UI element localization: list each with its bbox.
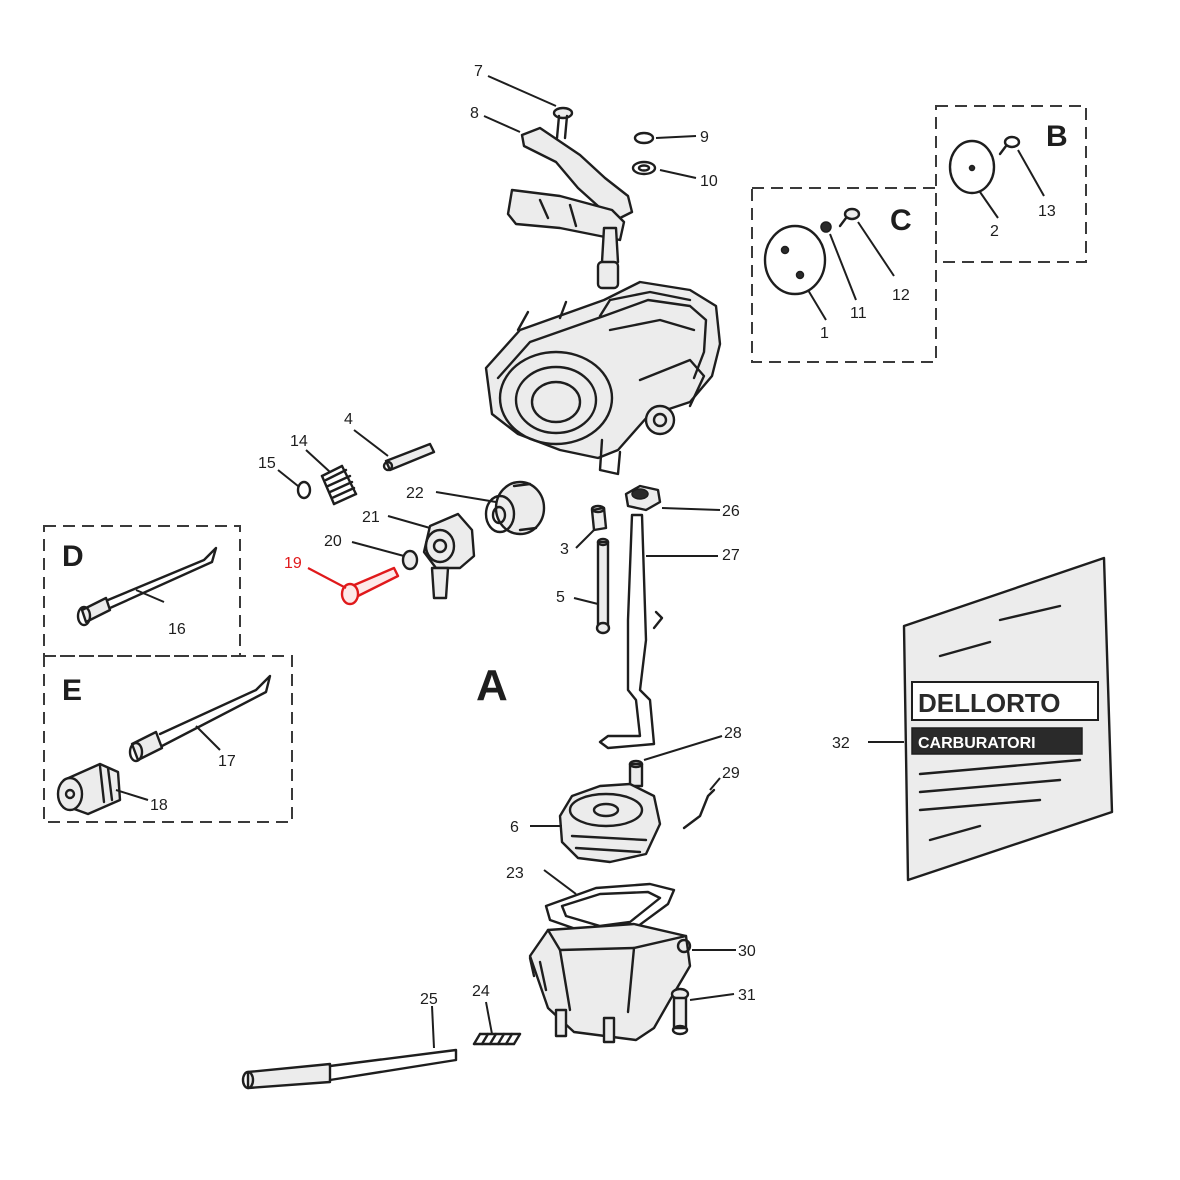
callout-14: 14 [290,433,308,450]
part-31-screw [670,987,690,1036]
carburetor-body [484,280,722,476]
callout-29: 29 [722,765,740,782]
callout-8: 8 [470,105,479,122]
callout-13: 13 [1038,203,1056,220]
part-20-washer [401,549,419,571]
callout-12: 12 [892,287,910,304]
part-17-needle [128,674,272,763]
kit-bag-line2: CARBURATORI [918,735,1036,752]
part-30-bowl [528,922,692,1044]
group-box-c [751,187,937,363]
callout-26: 26 [722,503,740,520]
part-12-screw [838,207,861,228]
kit-bag-brand: DELLORTO [918,688,1061,718]
part-11-ball [820,221,832,233]
callout-15: 15 [258,455,276,472]
part-22-knob [484,480,546,536]
callout-3: 3 [560,541,569,558]
leader-lines [115,75,1045,1049]
part-7-screw [552,106,574,140]
part-2-plate [948,139,996,195]
callout-20: 20 [324,533,342,550]
callout-17: 17 [218,753,236,770]
part-6-float [558,782,662,864]
callout-21: 21 [362,509,380,526]
callout-23: 23 [506,865,524,882]
part-4-pin [382,442,436,472]
callout-7: 7 [474,63,483,80]
part-15-ring [296,480,312,500]
callout-30: 30 [738,943,756,960]
callout-labels: 7 8 9 10 1 11 12 2 13 4 14 15 22 21 20 1… [150,63,1056,1008]
callout-16: 16 [168,621,186,638]
part-1-plate [763,224,827,296]
callout-1: 1 [820,325,829,342]
callout-6: 6 [510,819,519,836]
part-26-nut [624,484,662,512]
assembly-label-a: A [476,661,508,710]
part-3-jet [590,504,608,532]
callout-27: 27 [722,547,740,564]
part-24-spring [472,1032,522,1046]
callout-19: 19 [284,555,302,572]
part-8-lever [506,126,634,290]
group-label-e: E [62,674,82,707]
part-18-nut [56,762,122,816]
callout-2: 2 [990,223,999,240]
part-21-fitting [422,512,476,600]
part-27-rod [598,513,664,750]
part-32-kit-bag: DELLORTO CARBURATORI [902,556,1114,882]
part-28-needle [628,759,644,788]
part-13-screw [998,135,1021,156]
part-25-rod [241,1048,458,1090]
callout-22: 22 [406,485,424,502]
callout-5: 5 [556,589,565,606]
callout-18: 18 [150,797,168,814]
part-9-ring [633,131,655,145]
callout-4: 4 [344,411,353,428]
part-5-tube [595,537,611,635]
part-10-washer [631,160,657,176]
part-23-gasket [544,882,676,938]
part-29-pin [682,788,716,830]
part-16-needle [76,546,218,627]
callout-31: 31 [738,987,756,1004]
group-box-b [935,105,1087,263]
callout-25: 25 [420,991,438,1008]
part-19-banjo-bolt [340,566,400,606]
group-label-d: D [62,540,84,573]
callout-11: 11 [850,305,867,322]
callout-32: 32 [832,735,850,752]
group-label-b: B [1046,120,1068,153]
callout-24: 24 [472,983,490,1000]
callout-10: 10 [700,173,718,190]
callout-9: 9 [700,129,709,146]
part-14-spring [320,464,358,506]
callout-28: 28 [724,725,742,742]
group-label-c: C [890,204,912,237]
